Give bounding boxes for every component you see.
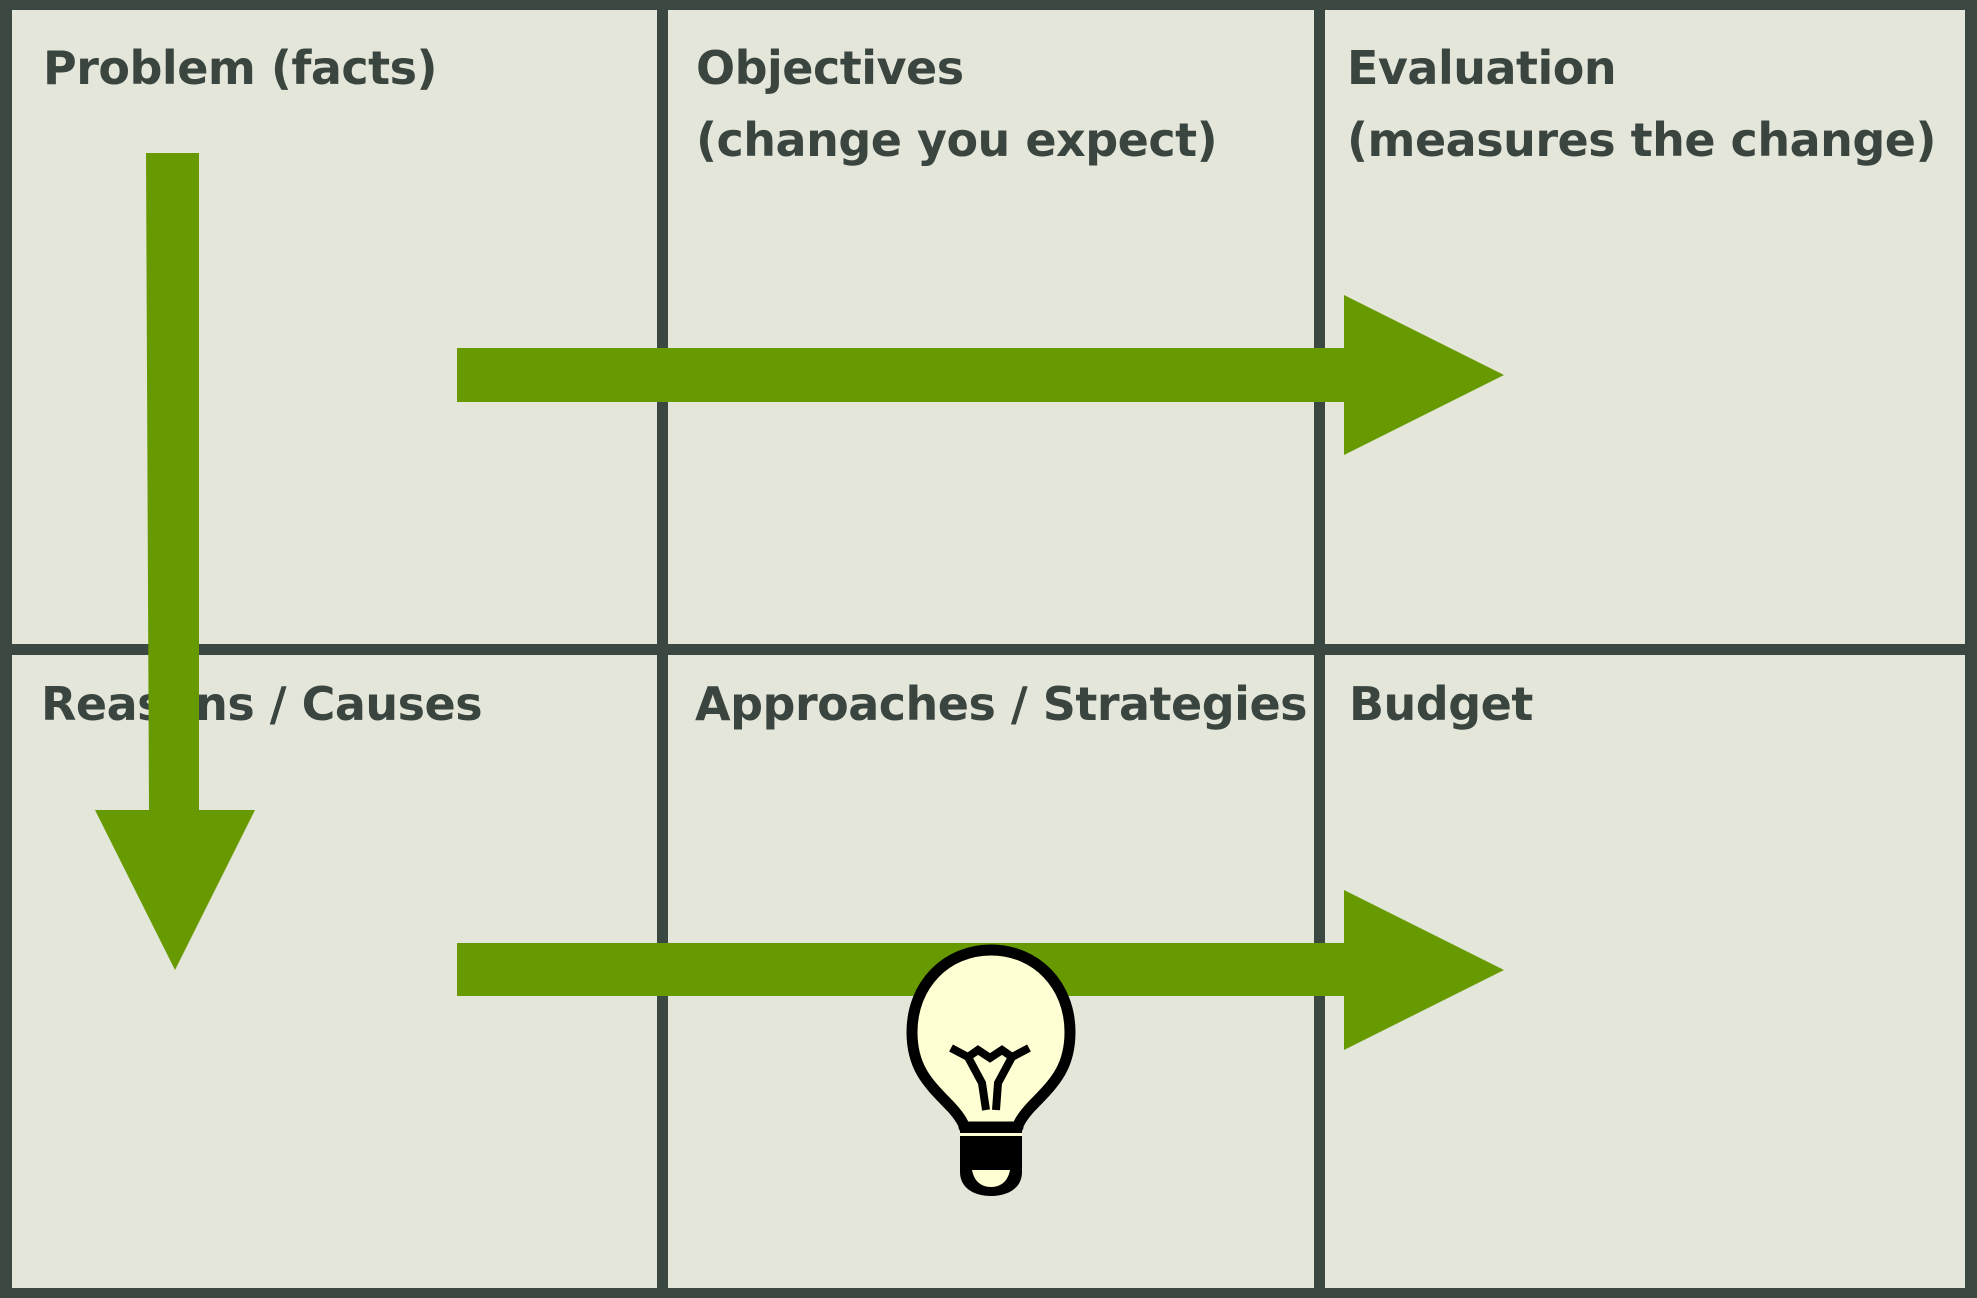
- cell-objectives: Objectives (change you expect): [668, 10, 1314, 644]
- cell-problem: Problem (facts): [12, 10, 657, 644]
- lightbulb-icon: [906, 944, 1076, 1196]
- evaluation-title-text: Evaluation: [1347, 41, 1617, 95]
- budget-title-text: Budget: [1349, 677, 1533, 731]
- arrow-problem-to-reasons: [95, 153, 255, 970]
- arrow-problem-to-evaluation: [457, 295, 1504, 455]
- cell-budget-title: Budget: [1349, 668, 1533, 740]
- problem-title-text: Problem (facts): [43, 41, 438, 95]
- cell-problem-title: Problem (facts): [43, 32, 438, 104]
- cell-objectives-title: Objectives (change you expect): [696, 32, 1218, 176]
- reasons-title-text: Reasons / Causes: [41, 677, 483, 731]
- approaches-title-text: Approaches / Strategies: [695, 677, 1308, 731]
- objectives-subtitle-text: (change you expect): [696, 113, 1218, 167]
- cell-reasons-title: Reasons / Causes: [41, 668, 483, 740]
- cell-evaluation-title: Evaluation (measures the change): [1347, 32, 1937, 176]
- evaluation-subtitle-text: (measures the change): [1347, 113, 1937, 167]
- objectives-title-text: Objectives: [696, 41, 964, 95]
- cell-evaluation: Evaluation (measures the change): [1325, 10, 1965, 644]
- cell-approaches-title: Approaches / Strategies: [695, 668, 1308, 740]
